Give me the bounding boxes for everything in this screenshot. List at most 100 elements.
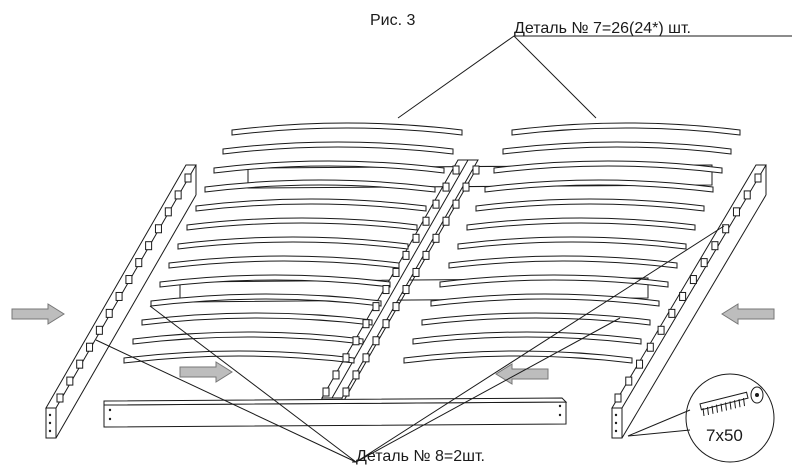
slat-holder [422,216,430,226]
slat-holder [432,233,440,243]
rail-hole [614,421,618,425]
slat [231,122,463,136]
screw-callout-pointer-2 [627,429,691,437]
slat-holder [442,216,450,226]
leader-part8-b [355,317,621,463]
slat-holder [452,199,460,209]
slat [213,160,445,174]
slat-holder [352,336,360,346]
slat [475,198,705,212]
slat-holder [382,285,390,295]
slat-holder [105,308,113,318]
slat-holder [342,387,350,397]
screw-shank [699,391,749,411]
slat [141,312,373,326]
screw-thread [725,402,727,411]
slat-holder [125,275,133,285]
slat-holder [668,308,676,318]
rail-hole [48,429,52,433]
slat-holder [135,258,143,268]
slat [421,312,651,326]
slat-holder [86,342,94,352]
slat-holder [625,376,633,386]
slat [466,217,696,231]
slat-holder [412,233,420,243]
slat [403,350,633,364]
center-beam-split [331,159,469,399]
slat-holder [614,393,622,403]
slat [168,255,400,269]
screw-thread [729,401,732,410]
slat-holder [392,267,400,277]
slat-holder [382,319,390,329]
slat-holder [145,241,153,251]
screw-thread [720,403,723,412]
slat-holder [646,342,654,352]
slat-holder [700,258,708,268]
slat [150,293,382,307]
screw-thread [711,405,714,414]
direction-arrow [721,303,775,325]
slat-holder [372,302,380,312]
slat [448,255,678,269]
slat-holder [732,207,740,217]
screw-thread [702,407,705,417]
slat [502,141,732,155]
slat-holder [636,359,644,369]
left-rail-top [45,164,197,409]
left-rail-edge [55,194,197,439]
slat-holder [115,291,123,301]
slat-holder [342,353,350,363]
part-7-label: Деталь № 7=26(24*) шт. [514,20,691,37]
rail-hole [108,408,112,412]
slat-holder [174,190,182,200]
slat-holder [452,165,460,175]
slat-holder [392,302,400,312]
rail-hole [48,413,52,417]
front-rail-face [103,401,567,428]
screw-thread [734,400,736,409]
slat-holder [743,190,751,200]
slat-holder [322,387,330,397]
slats [123,122,741,364]
screw-icon [699,386,764,417]
right-rail-edge [621,194,767,439]
slat-holder [402,285,410,295]
slat-holder [711,241,719,251]
slat-holder [362,319,370,329]
slat-holder [432,199,440,209]
screw-thread [743,398,745,407]
slat [511,122,741,136]
slat [204,179,436,193]
slat-holder [362,353,370,363]
part-8-label: Деталь № 8=2шт. [356,448,485,465]
slat [412,331,642,345]
rail-hole [48,421,52,425]
direction-arrow [11,303,65,325]
slat-holder [422,250,430,260]
slat [159,274,391,288]
slat-holder [722,224,730,234]
slat-holder [332,370,340,380]
rail-hole [108,417,112,421]
slat [430,293,660,307]
slat [457,236,687,250]
slat [439,274,669,288]
slat-holder [462,182,470,192]
slat [493,160,723,174]
screw-callout-pointer [627,409,691,437]
slat [195,198,427,212]
slat-holder [56,393,64,403]
slat-holder [184,173,192,183]
rail-hole [614,413,618,417]
slat [123,350,355,364]
slat [177,236,409,250]
slat-holder [442,182,450,192]
slat-holder [689,275,697,285]
slat-holder [164,207,172,217]
direction-arrow [179,361,233,383]
slat-holder [66,376,74,386]
slat [222,141,454,155]
rail-hole [558,404,562,408]
screw-size-label: 7x50 [706,426,743,445]
